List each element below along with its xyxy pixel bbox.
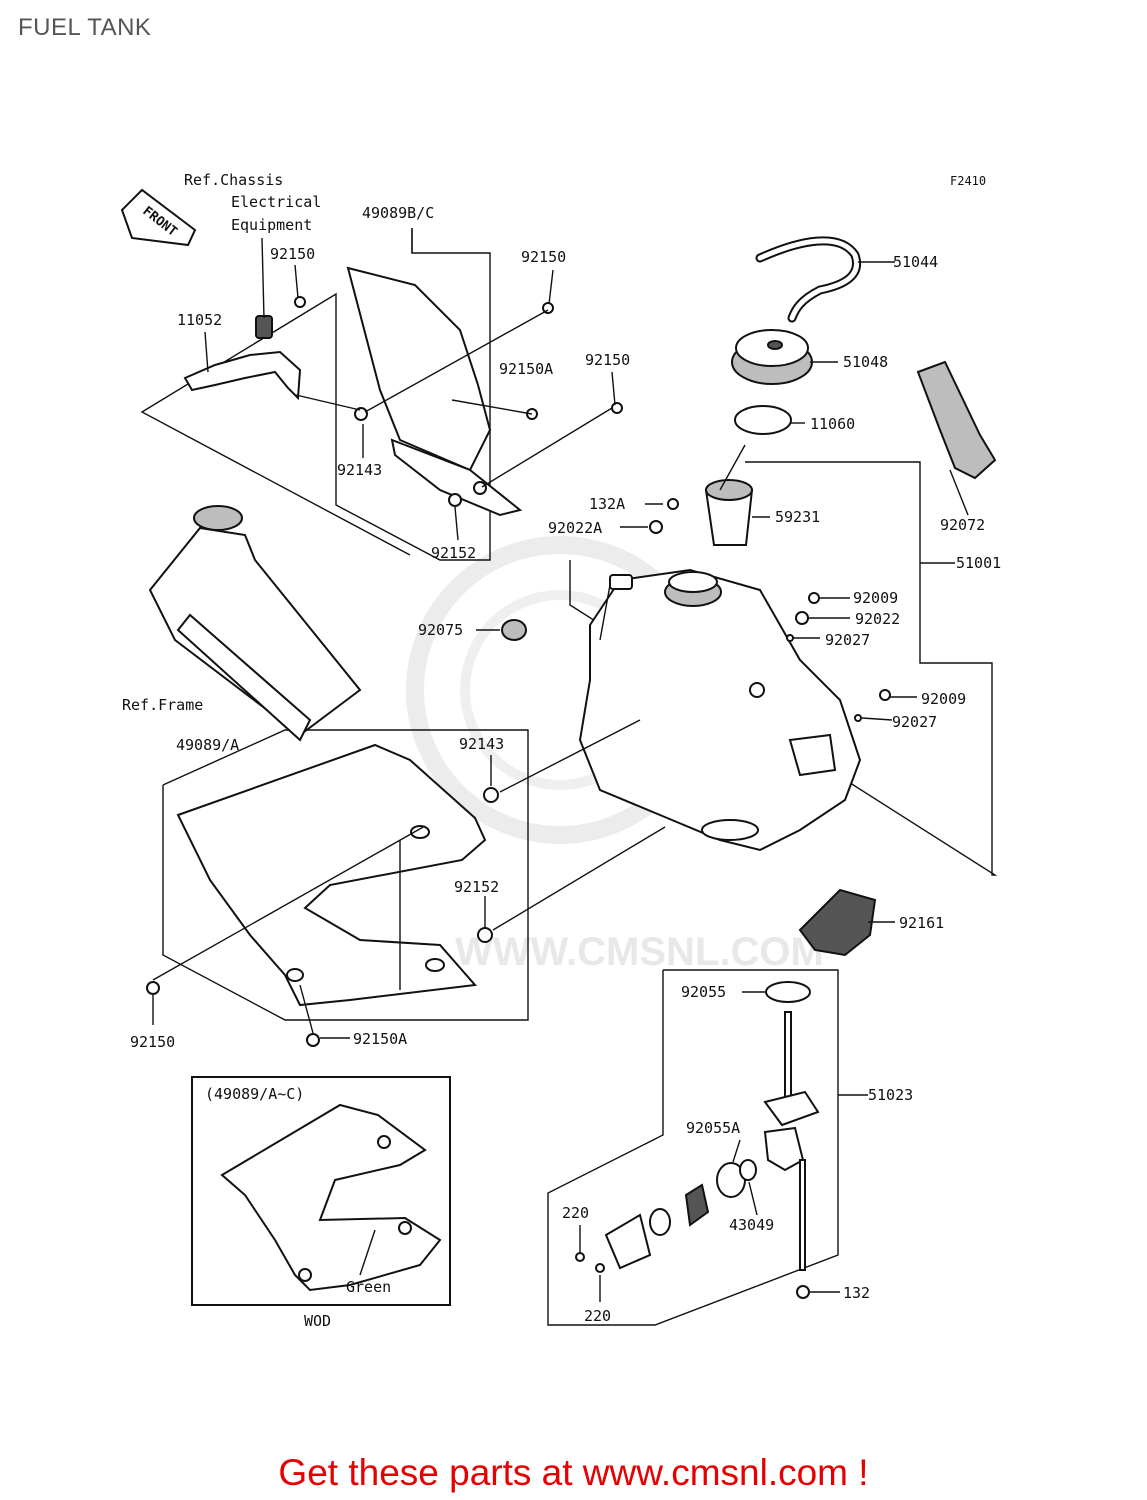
part-label-92152: 92152	[431, 544, 476, 562]
part-label-59231: 59231	[775, 508, 820, 526]
part-label-92150: 92150	[521, 248, 566, 266]
part-label-92009: 92009	[853, 589, 898, 607]
frame-head-pipe	[148, 505, 362, 742]
part-label-92143: 92143	[337, 461, 382, 479]
watermark-text: WWW.CMSNL.COM	[455, 930, 824, 974]
filler-neck-59231	[704, 479, 754, 546]
part-label-92055a: 92055A	[686, 1119, 740, 1137]
part-label-92027: 92027	[892, 713, 937, 731]
part-label-92150: 92150	[585, 351, 630, 369]
part-label-92152: 92152	[454, 878, 499, 896]
part-label-11052: 11052	[177, 311, 222, 329]
ref-chassis-line-2: Electrical	[231, 193, 321, 211]
leader-lines	[152, 228, 969, 1302]
part-label-49089bc: 49089B/C	[362, 204, 434, 222]
ref-frame-note: Ref.Frame	[122, 696, 203, 714]
part-label-220: 220	[562, 1204, 589, 1222]
fuel-tank-parts-diagram: WWW.CMSNL.COM FRONT	[120, 171, 1001, 1330]
part-label-92022: 92022	[855, 610, 900, 628]
damper-92161	[798, 888, 877, 957]
part-label-43049: 43049	[729, 1216, 774, 1234]
part-label-92161: 92161	[899, 914, 944, 932]
part-label-92150: 92150	[270, 245, 315, 263]
part-label-132a: 132A	[589, 495, 625, 513]
part-label-92075: 92075	[418, 621, 463, 639]
ref-chassis-note: Ref.Chassis Electrical Equipment	[184, 171, 321, 234]
radiator-shroud-49089a	[176, 743, 487, 1007]
part-label-132: 132	[843, 1284, 870, 1302]
fuel-cock-51023	[575, 981, 820, 1299]
page-title: FUEL TANK	[18, 14, 152, 41]
fuel-tank-51001	[578, 568, 862, 852]
figure-code: F2410	[950, 174, 986, 188]
part-label-49089a: 49089/A	[176, 736, 239, 754]
part-label-92055: 92055	[681, 983, 726, 1001]
inset-caption: WOD	[304, 1312, 331, 1330]
strap-92072	[916, 360, 997, 480]
ref-chassis-line-3: Equipment	[231, 216, 312, 234]
part-label-92150a: 92150A	[499, 360, 553, 378]
group-box-51023	[547, 969, 839, 1326]
part-label-11060: 11060	[810, 415, 855, 433]
inset-color-label: Green	[346, 1278, 391, 1296]
part-label-92072: 92072	[940, 516, 985, 534]
fuel-cap-51048	[731, 329, 813, 385]
part-label-92150: 92150	[130, 1033, 175, 1051]
bracket-11052	[183, 315, 302, 401]
inset-box: (49089/A~C) Green WOD	[191, 1076, 451, 1330]
footer-banner-link[interactable]: Get these parts at www.cmsnl.com !	[278, 1452, 869, 1493]
part-label-92027: 92027	[825, 631, 870, 649]
watermark: WWW.CMSNL.COM	[406, 536, 824, 974]
part-label-220: 220	[584, 1307, 611, 1325]
part-label-51023: 51023	[868, 1086, 913, 1104]
front-arrow-icon: FRONT	[120, 188, 197, 247]
part-label-51044: 51044	[893, 253, 938, 271]
part-label-92009: 92009	[921, 690, 966, 708]
ref-chassis-line-1: Ref.Chassis	[184, 171, 283, 189]
part-label-51048: 51048	[843, 353, 888, 371]
gasket-11060	[734, 405, 792, 435]
part-label-92143: 92143	[459, 735, 504, 753]
part-label-92150a: 92150A	[353, 1030, 407, 1048]
part-label-92022a: 92022A	[548, 519, 602, 537]
inset-title: (49089/A~C)	[205, 1085, 304, 1103]
part-label-51001: 51001	[956, 554, 1001, 572]
fasteners	[146, 296, 891, 1047]
group-box-49089a	[162, 729, 529, 1021]
shroud-bracket-49089bc	[346, 266, 523, 517]
